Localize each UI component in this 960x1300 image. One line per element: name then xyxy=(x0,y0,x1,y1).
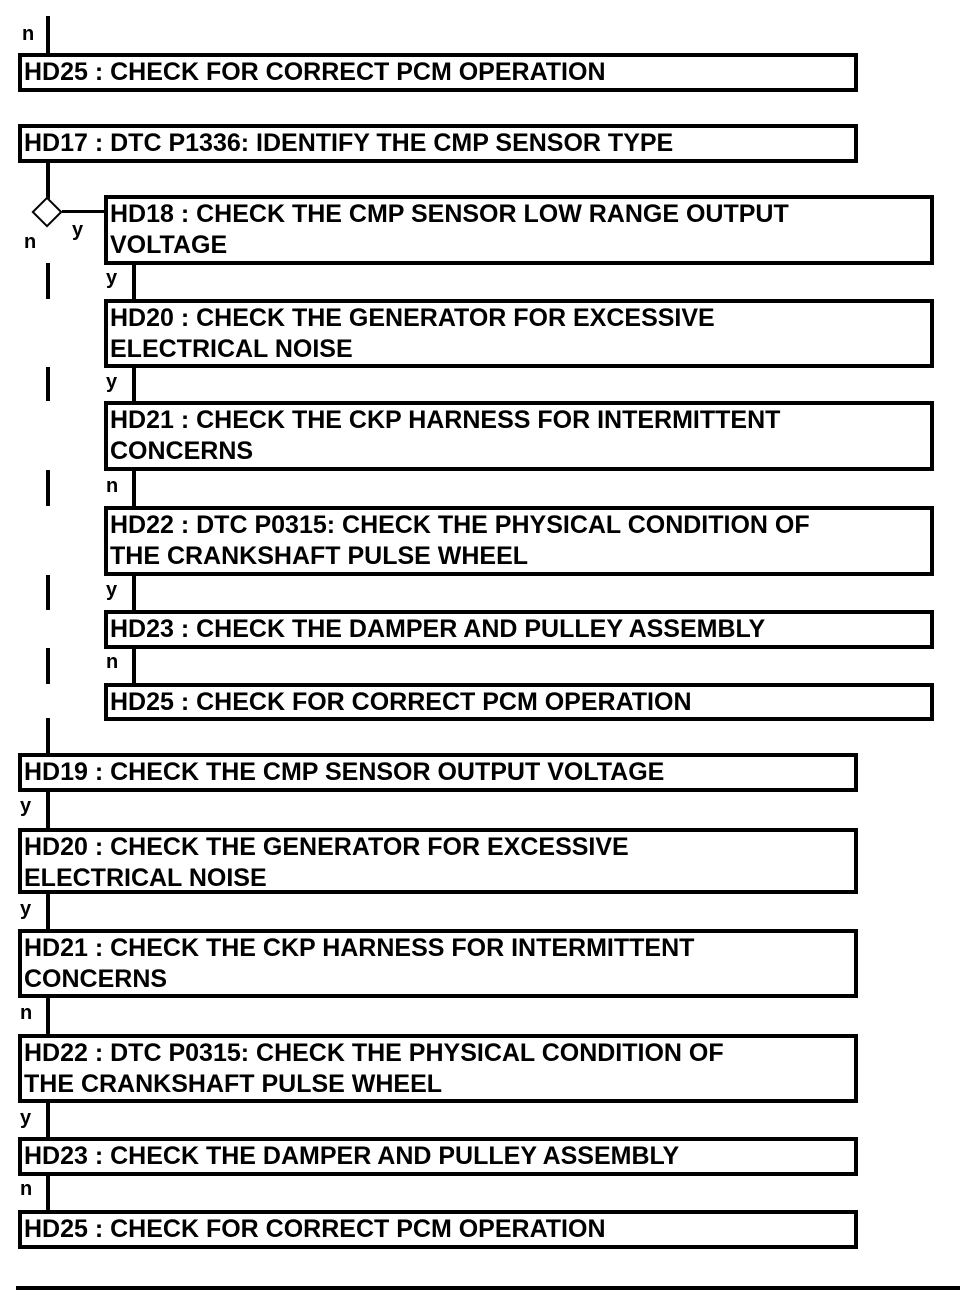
connector-line xyxy=(46,648,50,684)
step-box-hd20-outer: HD20 : CHECK THE GENERATOR FOR EXCESSIVE… xyxy=(18,828,858,894)
step-text: HD25 : CHECK FOR CORRECT PCM OPERATION xyxy=(24,1215,606,1243)
connector-line xyxy=(46,163,50,199)
connector-line xyxy=(46,263,50,299)
step-box-hd23-outer: HD23 : CHECK THE DAMPER AND PULLEY ASSEM… xyxy=(18,1137,858,1176)
step-text-line-1: HD22 : DTC P0315: CHECK THE PHYSICAL CON… xyxy=(110,511,810,539)
connector-line xyxy=(62,210,106,213)
connector-line xyxy=(132,649,136,684)
step-text: HD19 : CHECK THE CMP SENSOR OUTPUT VOLTA… xyxy=(24,758,665,786)
step-box-hd18: HD18 : CHECK THE CMP SENSOR LOW RANGE OU… xyxy=(104,195,934,265)
step-text-line-1: HD18 : CHECK THE CMP SENSOR LOW RANGE OU… xyxy=(110,200,789,228)
connector-line xyxy=(132,265,136,300)
connector-line xyxy=(46,718,50,754)
step-box-hd25-top: HD25 : CHECK FOR CORRECT PCM OPERATION xyxy=(18,53,858,92)
connector-line xyxy=(46,1103,50,1138)
step-text-line-2: THE CRANKSHAFT PULSE WHEEL xyxy=(110,542,529,570)
step-text-line-2: CONCERNS xyxy=(24,965,168,993)
branch-label: y xyxy=(106,371,118,393)
step-box-hd21-outer: HD21 : CHECK THE CKP HARNESS FOR INTERMI… xyxy=(18,929,858,998)
step-box-hd22-inner: HD22 : DTC P0315: CHECK THE PHYSICAL CON… xyxy=(104,506,934,576)
step-text-line-2: VOLTAGE xyxy=(110,231,228,259)
step-text-line-2: THE CRANKSHAFT PULSE WHEEL xyxy=(24,1070,443,1098)
branch-label: y xyxy=(20,898,32,920)
connector-line xyxy=(46,470,50,506)
decision-diamond xyxy=(31,196,63,228)
step-box-hd25-inner: HD25 : CHECK FOR CORRECT PCM OPERATION xyxy=(104,683,934,721)
branch-label: y xyxy=(106,267,118,289)
connector-line xyxy=(46,16,50,54)
step-text: HD25 : CHECK FOR CORRECT PCM OPERATION xyxy=(110,688,692,716)
step-text-line-2: ELECTRICAL NOISE xyxy=(110,335,353,363)
decision-label-n: n xyxy=(24,231,37,253)
connector-line xyxy=(132,471,136,507)
step-text: HD25 : CHECK FOR CORRECT PCM OPERATION xyxy=(24,58,606,86)
step-box-hd21-inner: HD21 : CHECK THE CKP HARNESS FOR INTERMI… xyxy=(104,401,934,471)
branch-label: n xyxy=(20,1002,33,1024)
step-box-hd20-inner: HD20 : CHECK THE GENERATOR FOR EXCESSIVE… xyxy=(104,299,934,368)
connector-line xyxy=(46,1176,50,1211)
connector-line xyxy=(132,368,136,402)
step-text-line-1: HD21 : CHECK THE CKP HARNESS FOR INTERMI… xyxy=(110,406,781,434)
branch-label: y xyxy=(20,795,32,817)
step-text-line-1: HD20 : CHECK THE GENERATOR FOR EXCESSIVE xyxy=(24,833,629,861)
step-box-hd25-outer: HD25 : CHECK FOR CORRECT PCM OPERATION xyxy=(18,1210,858,1249)
branch-label: n xyxy=(106,651,119,673)
step-box-hd17: HD17 : DTC P1336: IDENTIFY THE CMP SENSO… xyxy=(18,124,858,163)
step-text-line-1: HD22 : DTC P0315: CHECK THE PHYSICAL CON… xyxy=(24,1039,724,1067)
step-text: HD23 : CHECK THE DAMPER AND PULLEY ASSEM… xyxy=(24,1142,680,1170)
connector-line xyxy=(132,576,136,611)
step-text-line-1: HD21 : CHECK THE CKP HARNESS FOR INTERMI… xyxy=(24,934,695,962)
step-text-line-2: ELECTRICAL NOISE xyxy=(24,864,267,892)
step-box-hd19: HD19 : CHECK THE CMP SENSOR OUTPUT VOLTA… xyxy=(18,753,858,792)
branch-label: y xyxy=(20,1107,32,1129)
page-divider xyxy=(16,1286,960,1290)
connector-line xyxy=(46,894,50,930)
step-box-hd22-outer: HD22 : DTC P0315: CHECK THE PHYSICAL CON… xyxy=(18,1034,858,1103)
step-text-line-1: HD20 : CHECK THE GENERATOR FOR EXCESSIVE xyxy=(110,304,715,332)
branch-label: n xyxy=(20,1178,33,1200)
step-box-hd23-inner: HD23 : CHECK THE DAMPER AND PULLEY ASSEM… xyxy=(104,610,934,649)
branch-label-n: n xyxy=(22,23,35,45)
step-text-line-2: CONCERNS xyxy=(110,437,254,465)
connector-line xyxy=(46,792,50,829)
step-text: HD23 : CHECK THE DAMPER AND PULLEY ASSEM… xyxy=(110,615,766,643)
decision-label-y: y xyxy=(72,219,84,241)
connector-line xyxy=(46,367,50,401)
step-text: HD17 : DTC P1336: IDENTIFY THE CMP SENSO… xyxy=(24,129,674,157)
connector-line xyxy=(46,998,50,1035)
branch-label: n xyxy=(106,475,119,497)
branch-label: y xyxy=(106,579,118,601)
connector-line xyxy=(46,575,50,610)
